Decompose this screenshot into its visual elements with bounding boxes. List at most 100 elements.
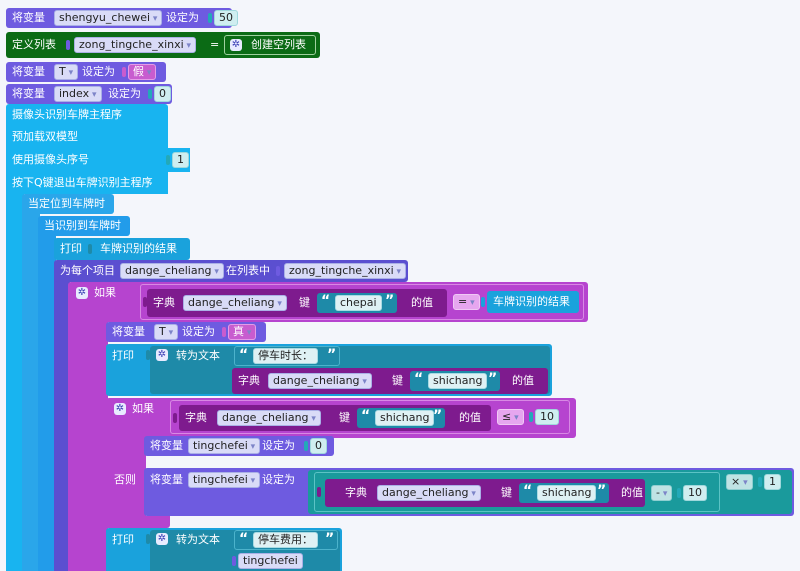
list-name-dropdown[interactable]: zong_tingche_xinxi — [74, 37, 197, 53]
compare-block[interactable]: 字典 dange_cheliang 键 “ shichang ” 的值 ≤ 10 — [170, 400, 570, 434]
if-spine-inner — [106, 436, 146, 528]
value-plug — [677, 488, 681, 498]
key-input[interactable]: shichang — [428, 373, 488, 389]
key-input[interactable]: chepai — [335, 295, 382, 311]
value-plug — [304, 441, 308, 451]
list-dropdown[interactable]: zong_tingche_xinxi — [284, 263, 407, 279]
key-string-block[interactable]: “ shichang ” — [519, 483, 609, 503]
set-variable-block[interactable]: 将变量 shengyu_chewei 设定为 50 — [6, 8, 238, 28]
create-empty-list-block[interactable]: ✲ 创建空列表 — [224, 35, 316, 55]
boolean-dropdown[interactable]: 假 — [128, 64, 157, 80]
main-program-block[interactable]: 摄像头识别车牌主程序 — [6, 104, 168, 126]
define-list-label: 定义列表 — [12, 38, 56, 51]
multiply-block[interactable]: 字典 dange_cheliang 键 “ shichang ” 的值 - 10… — [308, 470, 792, 514]
key-label: 键 — [299, 296, 310, 309]
dict-get-block[interactable]: 字典 dange_cheliang 键 “ shichang ” 的值 — [325, 479, 645, 507]
define-list-block[interactable]: 定义列表 zong_tingche_xinxi = ✲ 创建空列表 — [6, 32, 320, 58]
variable-dropdown[interactable]: index — [54, 86, 102, 102]
subtract-block[interactable]: 字典 dange_cheliang 键 “ shichang ” 的值 - 10 — [314, 472, 720, 512]
to-label: 设定为 — [262, 439, 295, 452]
dict-get-block[interactable]: 字典 dange_cheliang 键 “ shichang ” 的值 — [232, 368, 548, 394]
gear-icon[interactable]: ✲ — [76, 287, 88, 299]
key-string-block[interactable]: “ shichang ” — [357, 408, 445, 428]
value-plug — [122, 67, 126, 77]
dict-label: 字典 — [153, 296, 175, 309]
set-label: 将变量 — [12, 87, 45, 100]
boolean-dropdown[interactable]: 真 — [228, 324, 257, 340]
print-fee-block[interactable]: 打印 ✲ 转为文本 “ 停车费用： ” tingchefei — [106, 528, 342, 571]
print-label: 打印 — [112, 349, 134, 362]
string-block[interactable]: “ 停车费用： ” — [234, 530, 338, 550]
variable-dropdown[interactable]: tingchefei — [188, 438, 261, 454]
for-each-label: 为每个项目 — [60, 264, 115, 277]
to-label: 设定为 — [82, 65, 115, 78]
exit-key-label: 按下Q键退出车牌识别主程序 — [12, 176, 153, 189]
string-input[interactable]: 停车费用： — [253, 532, 318, 548]
quote-icon: “ — [239, 531, 249, 547]
subtract-value-input[interactable]: 10 — [683, 485, 707, 501]
dict-get-block[interactable]: 字典 dange_cheliang 键 “ shichang ” 的值 — [179, 405, 491, 431]
operator-dropdown[interactable]: = — [453, 294, 480, 310]
variable-dropdown[interactable]: T — [54, 64, 79, 80]
dict-label: 字典 — [185, 411, 207, 424]
for-each-block[interactable]: 为每个项目 dange_cheliang 在列表中 zong_tingche_x… — [54, 260, 408, 282]
multiply-value-input[interactable]: 1 — [764, 474, 781, 490]
value-input[interactable]: 50 — [214, 10, 238, 26]
loop-variable-dropdown[interactable]: dange_cheliang — [120, 263, 224, 279]
key-string-block[interactable]: “ shichang ” — [410, 371, 500, 391]
dict-variable-dropdown[interactable]: dange_cheliang — [377, 485, 481, 501]
gear-icon[interactable]: ✲ — [230, 39, 242, 51]
list-plug — [276, 266, 280, 276]
key-input[interactable]: shichang — [537, 485, 597, 501]
key-string-block[interactable]: “ chepai ” — [317, 293, 397, 313]
set-index-block[interactable]: 将变量 index 设定为 0 — [6, 84, 172, 104]
dict-label: 字典 — [345, 486, 367, 499]
set-fee-zero-block[interactable]: 将变量 tingchefei 设定为 0 — [144, 436, 334, 456]
dict-variable-dropdown[interactable]: dange_cheliang — [217, 410, 321, 426]
if-spine-outer — [68, 300, 108, 571]
dict-get-block[interactable]: 字典 dange_cheliang 键 “ chepai ” 的值 — [147, 289, 447, 317]
set-t-block[interactable]: 将变量 T 设定为 假 — [6, 62, 166, 82]
dict-variable-dropdown[interactable]: dange_cheliang — [183, 295, 287, 311]
value-input[interactable]: 0 — [154, 86, 171, 102]
if-label: 如果 — [94, 286, 116, 299]
string-block[interactable]: “ 停车时长： ” — [234, 346, 340, 366]
compare-block[interactable]: 字典 dange_cheliang 键 “ chepai ” 的值 = 车牌识别… — [140, 284, 584, 320]
string-input[interactable]: 停车时长： — [253, 348, 318, 364]
fee-variable[interactable]: tingchefei — [238, 553, 303, 569]
quote-icon: “ — [414, 371, 424, 387]
gear-icon[interactable]: ✲ — [114, 403, 126, 415]
print-block[interactable]: 打印 车牌识别的结果 — [54, 238, 190, 260]
variable-dropdown[interactable]: shengyu_chewei — [54, 10, 163, 26]
set-t-true-block[interactable]: 将变量 T 设定为 真 — [106, 322, 266, 342]
value-input[interactable]: 0 — [310, 438, 327, 454]
variable-dropdown[interactable]: T — [154, 324, 179, 340]
gear-icon[interactable]: ✲ — [156, 533, 168, 545]
of-value-label: 的值 — [459, 411, 481, 424]
camera-index-input[interactable]: 1 — [172, 152, 189, 168]
value-input[interactable]: 10 — [535, 409, 559, 425]
plate-result-block[interactable]: 车牌识别的结果 — [487, 291, 579, 313]
key-input[interactable]: shichang — [375, 410, 435, 426]
dict-variable-dropdown[interactable]: dange_cheliang — [268, 373, 372, 389]
print-duration-block[interactable]: 打印 ✲ 转为文本 “ 停车时长： ” 字典 dange_cheliang 键 … — [106, 344, 552, 396]
gear-icon[interactable]: ✲ — [156, 349, 168, 361]
to-text-block[interactable]: ✲ 转为文本 “ 停车时长： ” 字典 dange_cheliang 键 “ s… — [150, 346, 550, 394]
if-block-inner[interactable]: ✲ 如果 字典 dange_cheliang 键 “ shichang ” 的值… — [106, 398, 576, 438]
on-plate-recognized-block[interactable]: 当识别到车牌时 — [38, 216, 130, 236]
preload-model-block[interactable]: 预加载双模型 — [6, 126, 168, 148]
value-plug — [146, 534, 150, 544]
exit-key-block[interactable]: 按下Q键退出车牌识别主程序 — [6, 172, 168, 194]
to-text-block[interactable]: ✲ 转为文本 “ 停车费用： ” tingchefei — [150, 530, 340, 571]
multiply-operator-dropdown[interactable]: × — [726, 474, 753, 490]
quote-icon: ” — [327, 347, 337, 363]
variable-dropdown[interactable]: tingchefei — [188, 472, 261, 488]
if-block-outer[interactable]: ✲ 如果 字典 dange_cheliang 键 “ chepai ” 的值 =… — [68, 282, 588, 322]
in-list-label: 在列表中 — [226, 264, 270, 277]
on-plate-located-block[interactable]: 当定位到车牌时 — [22, 194, 114, 214]
dict-label: 字典 — [238, 374, 260, 387]
set-fee-expression-block[interactable]: 将变量 tingchefei 设定为 字典 dange_cheliang 键 “… — [144, 468, 794, 516]
operator-dropdown[interactable]: ≤ — [497, 409, 524, 425]
use-camera-block[interactable]: 使用摄像头序号 1 — [6, 148, 190, 172]
subtract-operator-dropdown[interactable]: - — [651, 485, 673, 501]
